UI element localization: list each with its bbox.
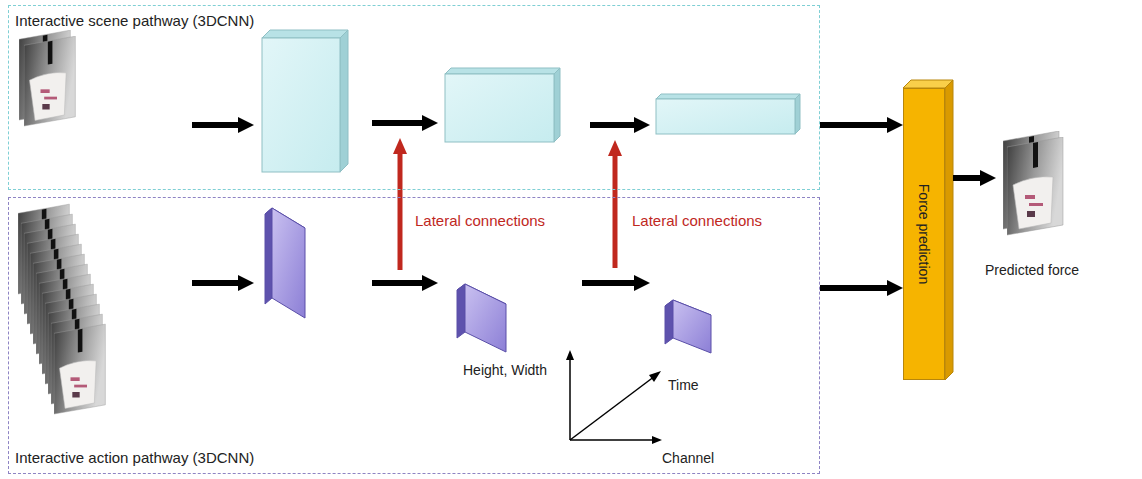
arrow-head	[887, 117, 903, 133]
input-frame	[54, 324, 105, 414]
arrow-head	[980, 170, 996, 186]
arrow-shaft	[953, 175, 982, 181]
bar-label: Force prediction	[916, 184, 933, 284]
output-label: Predicted force	[985, 262, 1079, 279]
arrow-head	[608, 140, 622, 156]
arrow-head	[422, 275, 438, 291]
arrow-shaft	[590, 122, 636, 128]
axis-label: Time	[668, 377, 699, 394]
arrow-shaft	[372, 280, 424, 286]
region-heading: Interactive scene pathway (3DCNN)	[15, 12, 813, 30]
scene-block	[445, 68, 560, 142]
arrow-shaft	[372, 120, 424, 126]
axis-line	[569, 356, 571, 440]
block-front	[465, 284, 506, 352]
block-side	[457, 284, 465, 338]
axis-head	[649, 371, 661, 382]
arrow-shaft	[192, 122, 240, 128]
arrow-shaft	[192, 280, 240, 286]
arrow-shaft	[582, 280, 636, 286]
block-top	[262, 30, 348, 38]
arrow-head	[238, 275, 254, 291]
axis-label: Height, Width	[463, 362, 547, 379]
block-side	[265, 208, 272, 304]
arrow-shaft	[398, 152, 403, 270]
arrow-shaft	[613, 154, 618, 268]
block-side	[795, 94, 800, 134]
scene-block	[656, 94, 800, 134]
pathway-region: Interactive scene pathway (3DCNN)	[8, 5, 820, 190]
action-block	[665, 300, 711, 353]
axis-head	[566, 350, 574, 360]
block-front	[445, 74, 554, 142]
force-prediction-bar: Force prediction	[903, 88, 945, 380]
arrow-head	[634, 275, 650, 291]
connection-label: Lateral connections	[415, 212, 545, 230]
arrow-head	[238, 117, 254, 133]
block-front	[262, 38, 340, 172]
block-top	[656, 94, 800, 99]
flow-connector	[820, 117, 903, 133]
pathway-region: Interactive action pathway (3DCNN)	[8, 197, 820, 474]
connection-label: Lateral connections	[632, 212, 762, 230]
arrow-shaft	[820, 285, 889, 291]
flow-connector	[820, 280, 903, 296]
arrow-head	[393, 138, 407, 154]
block-front	[673, 300, 711, 353]
axes	[566, 350, 662, 444]
block-side	[340, 30, 348, 172]
action-block	[457, 284, 506, 352]
axis-head	[652, 436, 662, 444]
arrow-head	[422, 115, 438, 131]
lateral-arrow	[393, 138, 622, 270]
block-front	[656, 99, 795, 134]
block-top	[445, 68, 560, 74]
flow-arrow	[192, 115, 996, 186]
block-side	[554, 68, 560, 142]
scene-block	[262, 30, 348, 172]
bar-side	[945, 80, 953, 380]
arrow-head	[887, 280, 903, 296]
input-frame	[24, 36, 75, 126]
axis-line	[570, 439, 656, 441]
axis-line	[570, 376, 655, 440]
flow-arrow	[192, 275, 650, 291]
block-side	[665, 300, 673, 344]
arrow-shaft	[820, 122, 889, 128]
axis-label: Channel	[662, 450, 714, 467]
block-front	[272, 208, 305, 318]
arrow-head	[634, 117, 650, 133]
output-frame	[1007, 137, 1063, 235]
action-block	[265, 208, 305, 318]
